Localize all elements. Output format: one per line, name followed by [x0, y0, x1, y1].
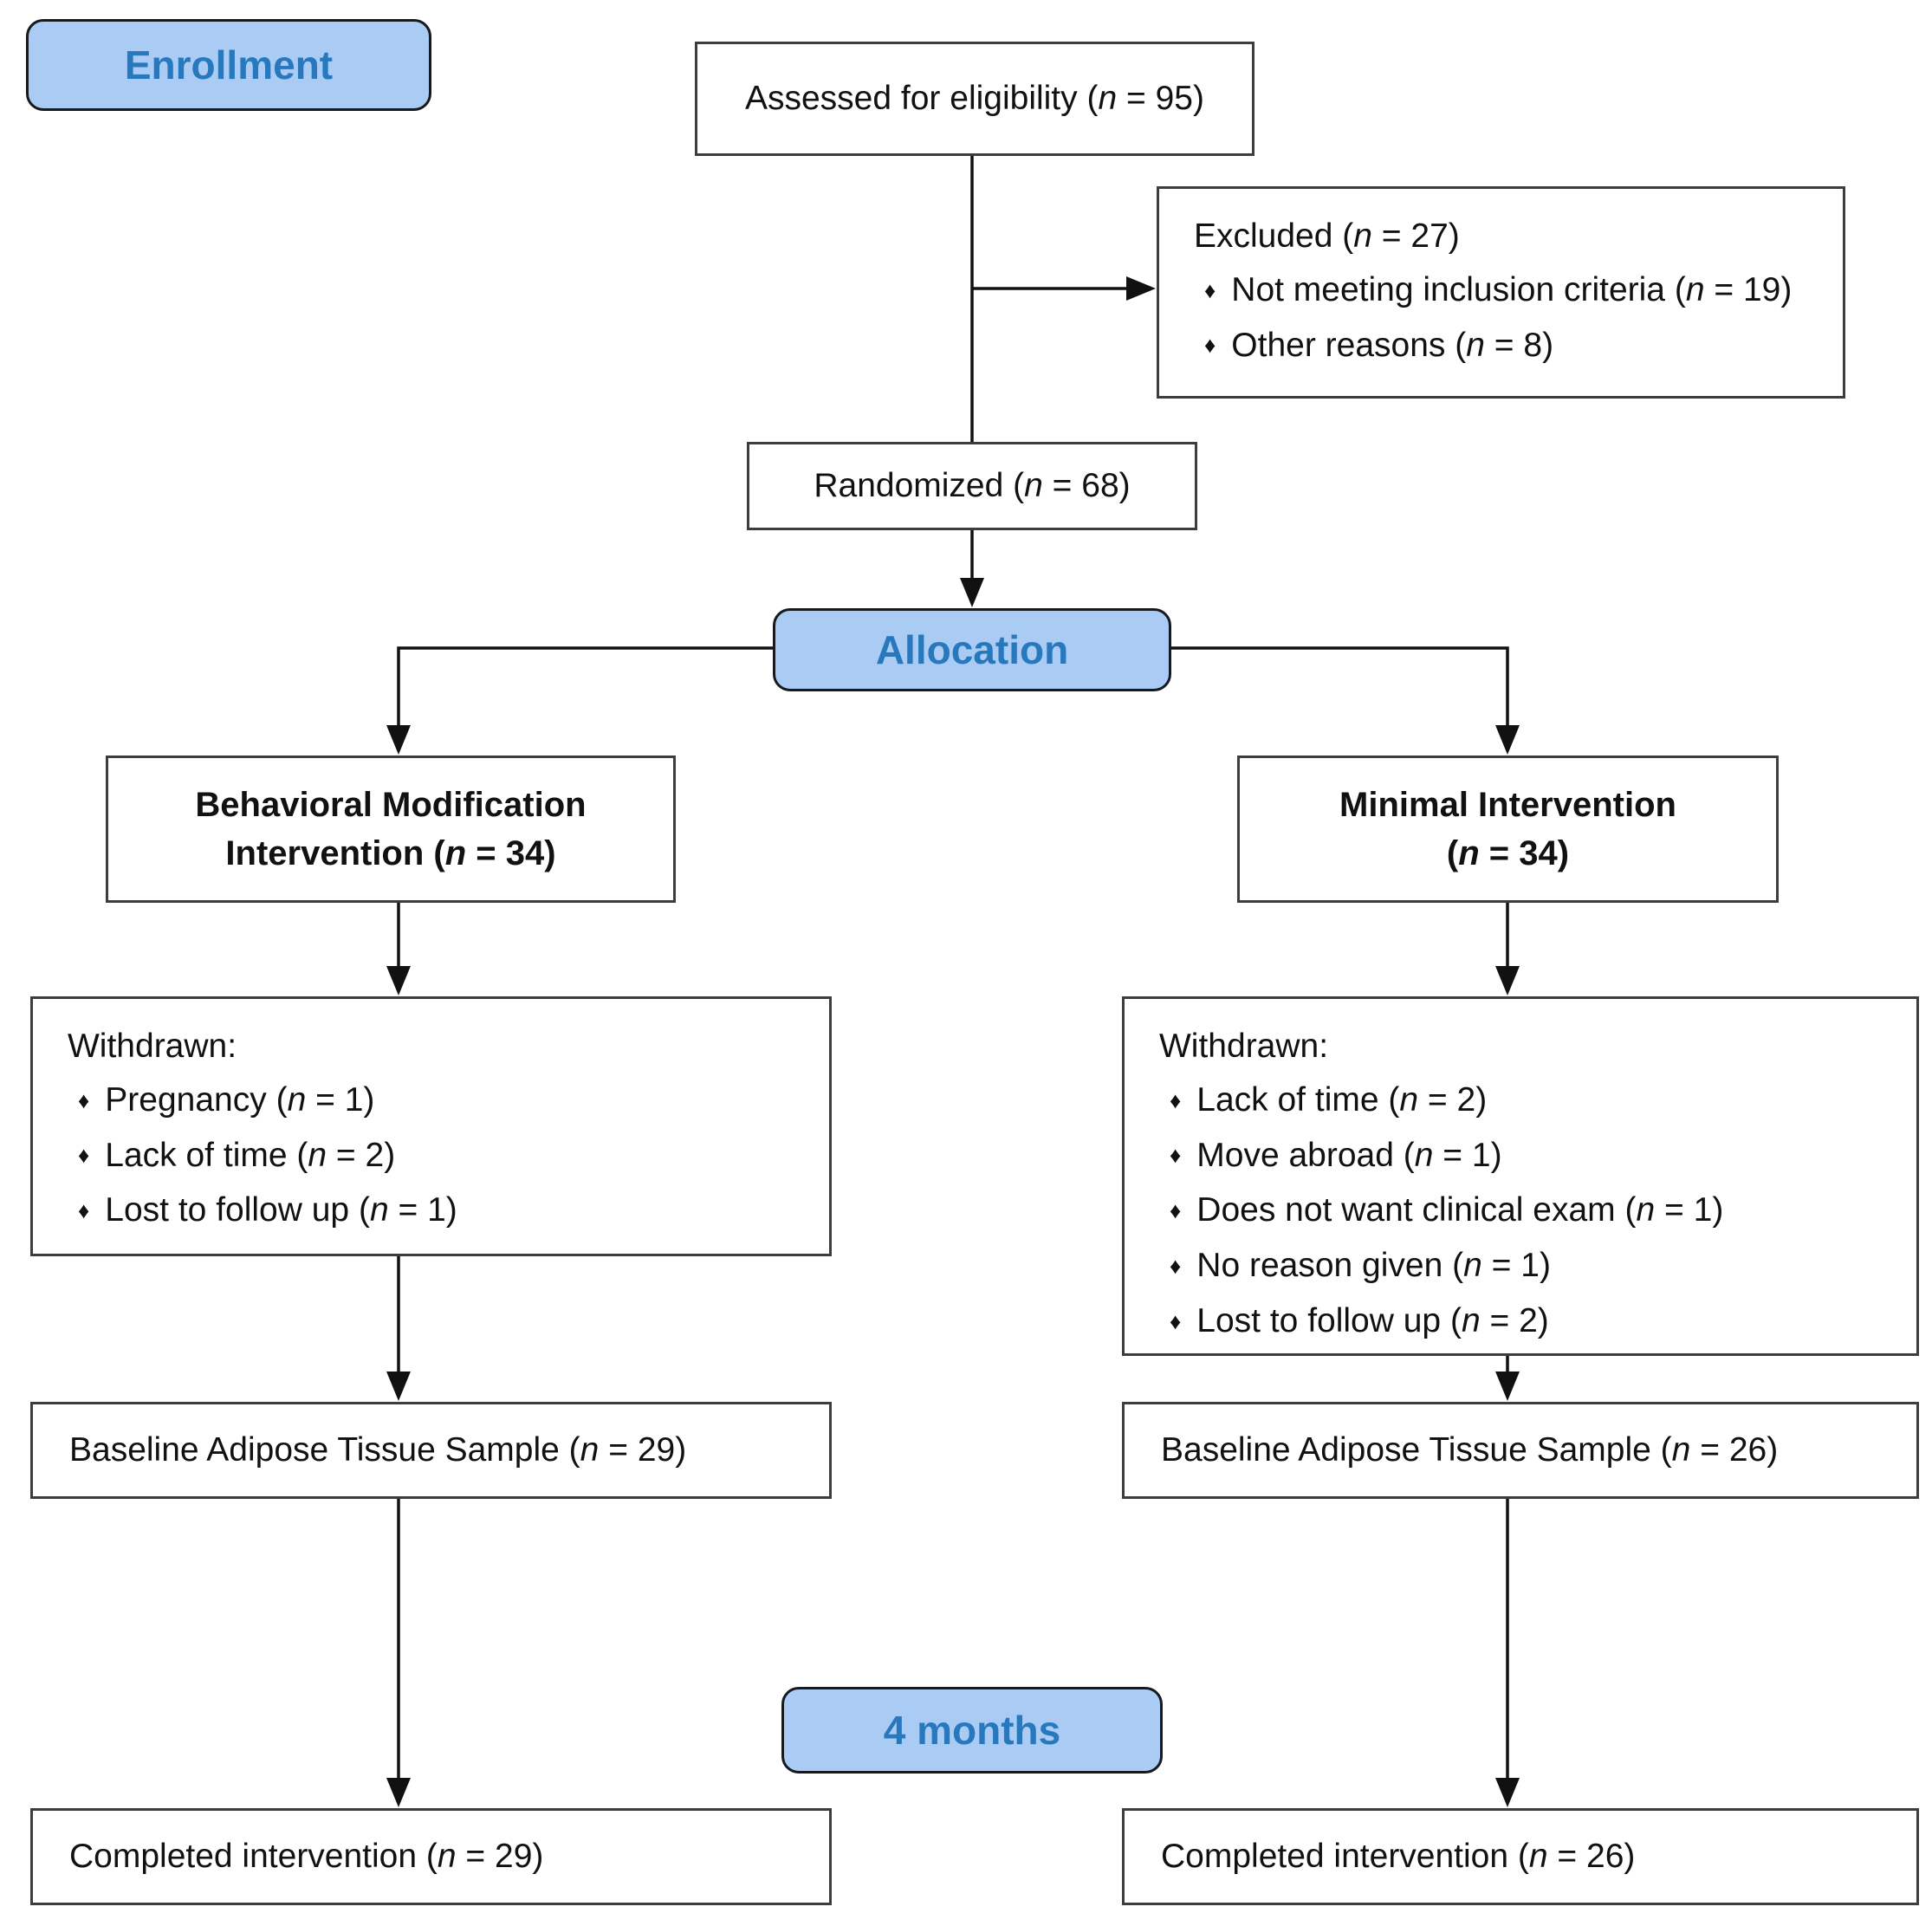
completed-right-text: Completed intervention (n = 26)	[1161, 1837, 1636, 1875]
completed-left-box: Completed intervention (n = 29)	[30, 1808, 832, 1905]
line-allocation-minimal	[1171, 646, 1509, 725]
bullet-text: No reason given (n = 1)	[1196, 1247, 1551, 1285]
excluded-title: Excluded (n = 27)	[1194, 217, 1460, 255]
diamond-bullet-icon: ♦	[78, 1142, 90, 1169]
assessed-box: Assessed for eligibility (n = 95)	[695, 42, 1255, 156]
arrowhead-completed-left	[386, 1778, 411, 1807]
diamond-bullet-icon: ♦	[1204, 276, 1216, 303]
arrowhead-withdrawn-right	[1495, 966, 1520, 995]
diamond-bullet-icon: ♦	[1170, 1307, 1182, 1334]
completed-right-box: Completed intervention (n = 26)	[1122, 1808, 1919, 1905]
bullet-text: Lack of time (n = 2)	[105, 1136, 396, 1174]
withdrawn-left-title: Withdrawn:	[68, 1028, 237, 1065]
bullet-item: ♦ Lack of time (n = 2)	[68, 1129, 808, 1184]
arrowhead-withdrawn-left	[386, 966, 411, 995]
behavioral-line2: Intervention (n = 34)	[225, 834, 556, 872]
randomized-text: Randomized (n = 68)	[814, 466, 1131, 504]
withdrawn-left-bullets: ♦Pregnancy (n = 1)♦Lack of time (n = 2)♦…	[68, 1073, 808, 1239]
baseline-right-box: Baseline Adipose Tissue Sample (n = 26)	[1122, 1402, 1919, 1499]
bullet-text: Lost to follow up (n = 2)	[1196, 1301, 1549, 1339]
arrowhead-baseline-left	[386, 1372, 411, 1401]
bullet-item: ♦ Pregnancy (n = 1)	[68, 1073, 808, 1129]
diamond-bullet-icon: ♦	[1170, 1086, 1182, 1113]
bullet-text: Lack of time (n = 2)	[1196, 1081, 1488, 1119]
diamond-bullet-icon: ♦	[1170, 1142, 1182, 1169]
bullet-item: ♦ Move abroad (n = 1)	[1159, 1129, 1896, 1184]
bullet-item: ♦ Does not want clinical exam (n = 1)	[1159, 1183, 1896, 1239]
arrowhead-allocation	[960, 578, 984, 607]
minimal-line1: Minimal Intervention	[1339, 786, 1676, 824]
randomized-box: Randomized (n = 68)	[747, 442, 1197, 530]
arrowhead-baseline-right	[1495, 1372, 1520, 1401]
baseline-right-text: Baseline Adipose Tissue Sample (n = 26)	[1161, 1430, 1779, 1469]
completed-left-text: Completed intervention (n = 29)	[69, 1837, 544, 1875]
bullet-item: ♦ Lack of time (n = 2)	[1159, 1073, 1896, 1129]
baseline-left-text: Baseline Adipose Tissue Sample (n = 29)	[69, 1430, 687, 1469]
diamond-bullet-icon: ♦	[1170, 1252, 1182, 1279]
excluded-box: Excluded (n = 27) ♦ Not meeting inclusion…	[1157, 186, 1845, 399]
diamond-bullet-icon: ♦	[78, 1086, 90, 1113]
behavioral-intervention-box: Behavioral Modification Intervention (n …	[106, 755, 676, 903]
bullet-text: Does not want clinical exam (n = 1)	[1196, 1191, 1724, 1229]
diamond-bullet-icon: ♦	[1170, 1197, 1182, 1224]
diamond-bullet-icon: ♦	[1204, 332, 1216, 359]
bullet-item: ♦ Lost to follow up (n = 1)	[68, 1183, 808, 1239]
behavioral-line1: Behavioral Modification	[195, 786, 587, 824]
bullet-item: ♦ Not meeting inclusion criteria (n = 19)	[1194, 263, 1822, 319]
bullet-item: ♦ Lost to follow up (n = 2)	[1159, 1294, 1896, 1350]
excluded-bullets: ♦ Not meeting inclusion criteria (n = 19)…	[1194, 263, 1822, 373]
bullet-text: Not meeting inclusion criteria (n = 19)	[1231, 271, 1793, 308]
withdrawn-right-box: Withdrawn: ♦ Lack of time (n = 2) ♦ Move ab…	[1122, 996, 1919, 1356]
withdrawn-left-box: Withdrawn: ♦ Pregnancy (n = 1) ♦ Lack of ti…	[30, 996, 832, 1256]
diamond-bullet-icon: ♦	[78, 1197, 90, 1224]
bullet-text: Pregnancy (n = 1)	[105, 1081, 375, 1119]
withdrawn-right-bullets: ♦ Lack of time (n = 2) ♦ Move abroad (n = 1…	[1159, 1073, 1896, 1350]
bullet-item: ♦ Other reasons (n = 8)	[1194, 319, 1822, 374]
bullet-item: ♦ No reason given (n = 1)	[1159, 1239, 1896, 1294]
stage-label-allocation: Allocation	[773, 608, 1171, 691]
arrowhead-completed-right	[1495, 1778, 1520, 1807]
minimal-intervention-text: Minimal Intervention (n = 34)	[1339, 781, 1676, 878]
stage-label-enrollment: Enrollment	[26, 19, 431, 111]
bullet-text: Other reasons (n = 8)	[1231, 326, 1554, 364]
arrowhead-minimal	[1495, 725, 1520, 755]
bullet-text: Move abroad (n = 1)	[1196, 1136, 1502, 1174]
assessed-text: Assessed for eligibility (n = 95)	[744, 79, 1204, 117]
minimal-line2: (n = 34)	[1446, 834, 1570, 872]
withdrawn-right-title: Withdrawn:	[1159, 1028, 1329, 1065]
minimal-intervention-box: Minimal Intervention (n = 34)	[1237, 755, 1779, 903]
behavioral-intervention-text: Behavioral Modification Intervention (n …	[195, 781, 586, 878]
line-allocation-behavioral	[397, 646, 773, 725]
stage-label-4-months: 4 months	[781, 1687, 1163, 1774]
baseline-left-box: Baseline Adipose Tissue Sample (n = 29)	[30, 1402, 832, 1499]
arrowhead-behavioral	[386, 725, 411, 755]
arrowhead-excluded	[1126, 276, 1156, 301]
bullet-text: Lost to follow up (n = 1)	[105, 1191, 457, 1229]
